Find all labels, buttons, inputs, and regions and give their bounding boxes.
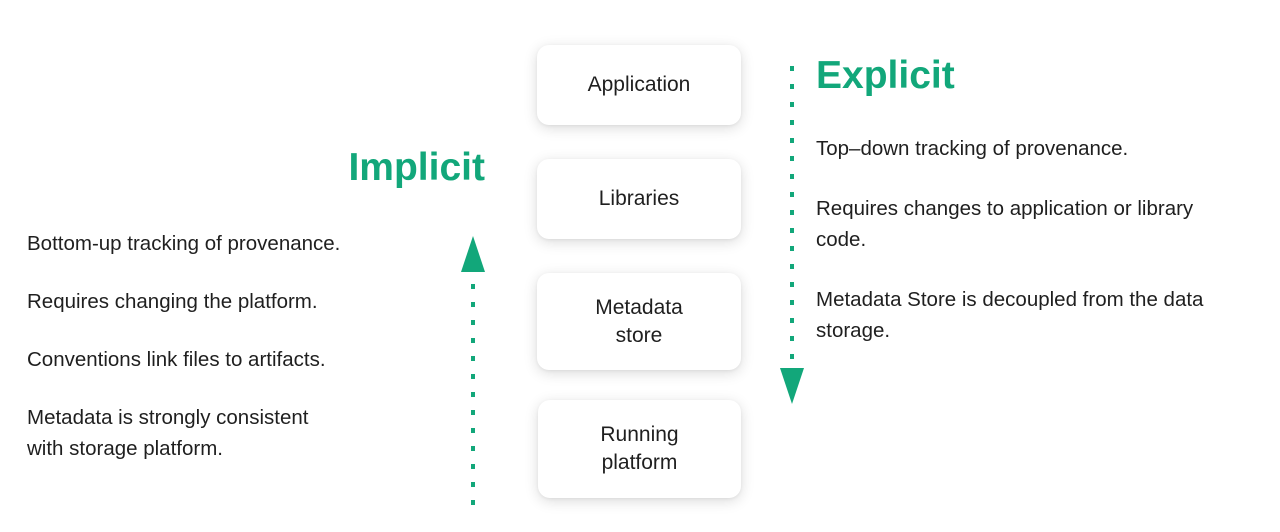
implicit-point: Bottom-up tracking of provenance. [27, 232, 341, 255]
layer-libraries-box: Libraries [537, 159, 741, 239]
implicit-point: Requires changing the platform. [27, 290, 318, 313]
layer-metadata-store-box: Metadata store [537, 273, 741, 370]
explicit-points-list: Top–down tracking of provenance. Require… [816, 133, 1266, 375]
explicit-point: Metadata Store is decoupled from the dat… [816, 288, 1204, 342]
explicit-heading: Explicit [816, 54, 955, 97]
implicit-point: Metadata is strongly consistent with sto… [27, 406, 309, 460]
explicit-point: Top–down tracking of provenance. [816, 137, 1129, 160]
implicit-heading: Implicit [348, 146, 485, 189]
layer-running-platform-box: Running platform [538, 400, 741, 498]
explicit-downward-dotted-arrow [780, 66, 804, 404]
layer-metadata-store-label: Metadata store [595, 295, 683, 347]
explicit-arrow-head-icon [780, 368, 804, 404]
implicit-points-list: Bottom-up tracking of provenance. Requir… [27, 228, 427, 491]
layer-running-platform-label: Running platform [600, 423, 679, 474]
layer-application-label: Application [587, 73, 691, 96]
layer-libraries-label: Libraries [598, 187, 680, 210]
explicit-point: Requires changes to application or libra… [816, 197, 1194, 251]
implicit-point: Conventions link files to artifacts. [27, 348, 326, 371]
implicit-arrow-head-icon [461, 236, 485, 272]
implicit-upward-dotted-arrow [461, 236, 485, 508]
layer-application-box: Application [537, 45, 741, 125]
